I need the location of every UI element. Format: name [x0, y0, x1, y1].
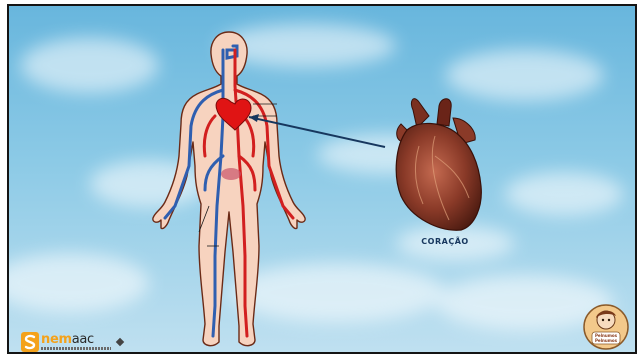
logo-s-mark [21, 332, 39, 352]
cartoon-badge: Pelnumos Pelnumos [583, 302, 629, 352]
logo-diamond-icon [116, 338, 124, 346]
logo-tagline [41, 347, 111, 350]
slide: CORAÇÃO nemaac Pelnumos Pelnumos [7, 4, 637, 354]
pointer-line [9, 6, 637, 354]
heart-caption: CORAÇÃO [405, 237, 485, 246]
snemaac-logo: nemaac [21, 332, 131, 352]
logo-text-main: nem [41, 332, 72, 347]
badge-line-2: Pelnumos [595, 338, 618, 343]
logo-text-accent: aac [72, 332, 94, 347]
